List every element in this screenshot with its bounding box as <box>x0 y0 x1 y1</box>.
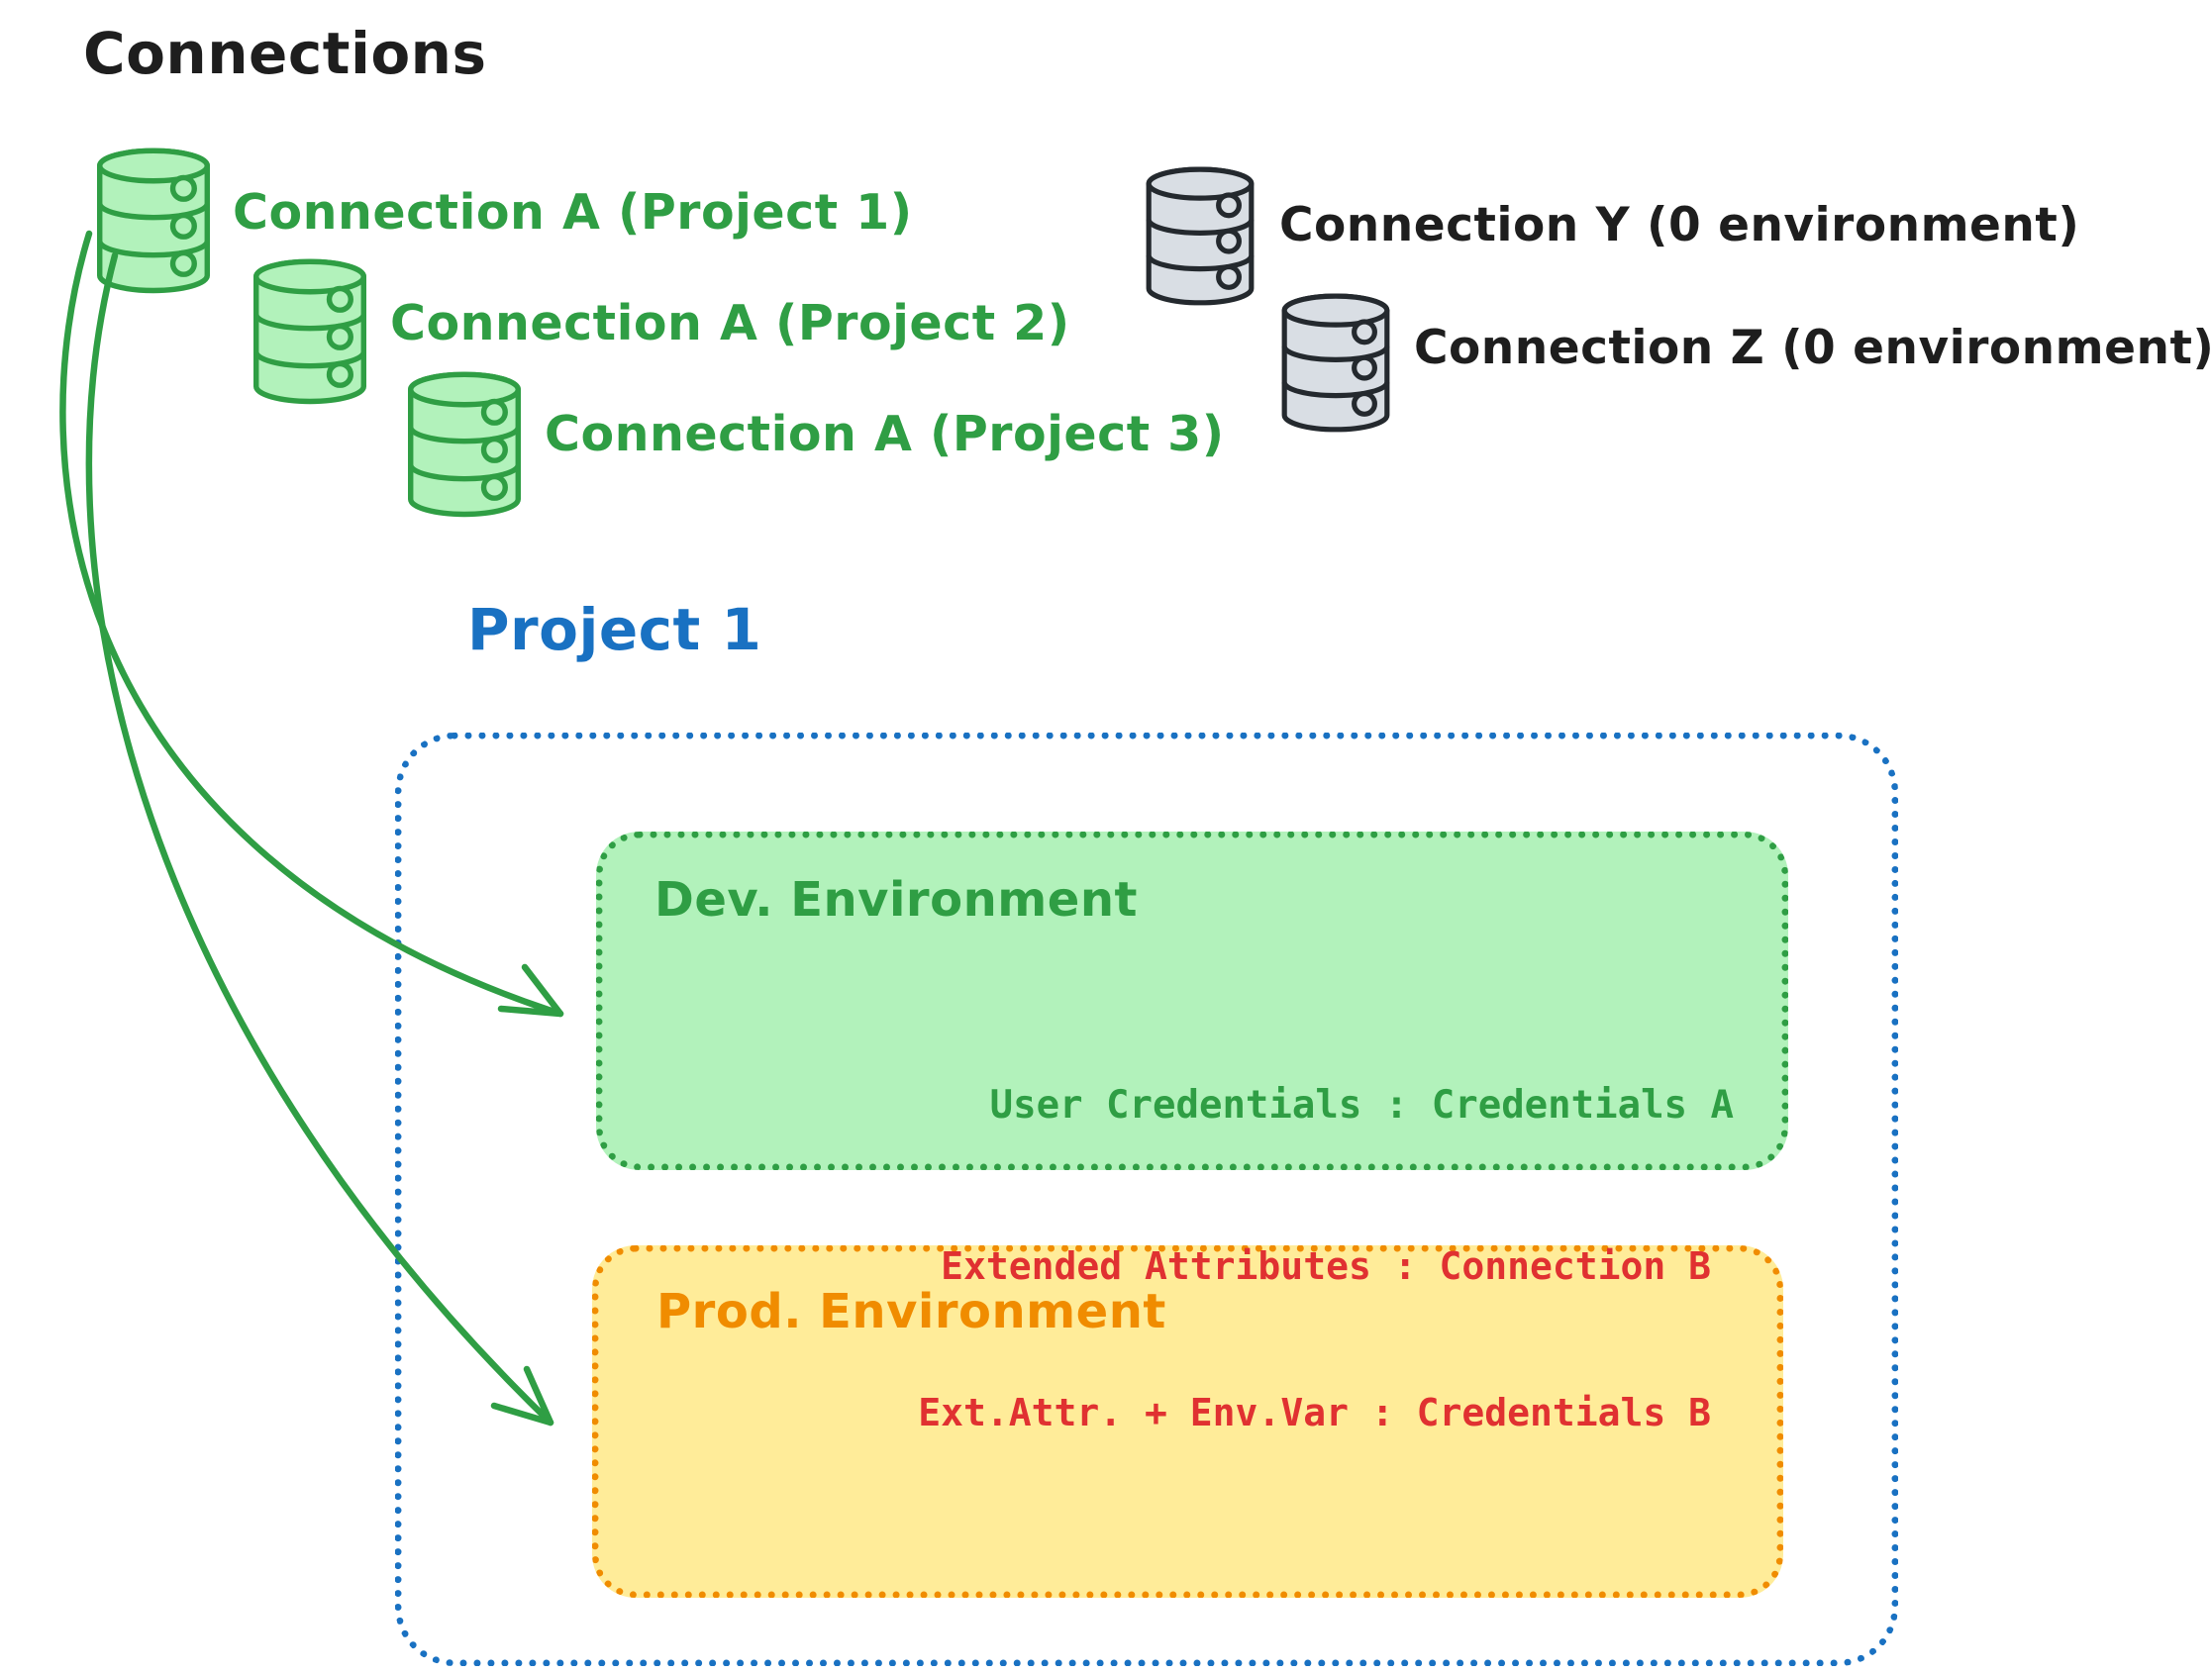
connection-a-project-3-label: Connection A (Project 3) <box>545 406 1225 462</box>
connection-z-label: Connection Z (0 environment) <box>1414 321 2212 375</box>
connection-a-project-2-label: Connection A (Project 2) <box>390 295 1070 351</box>
page-title: Connections <box>83 20 487 87</box>
prod-mapping-line-2: Ext.Attr. + Env.Var : Credentials B <box>918 1390 1711 1434</box>
project-1-container: Dev. Environment User Credentials : Cred… <box>395 733 1898 1666</box>
prod-credentials-mapping: Extended Attributes : Connection B Ext.A… <box>918 1144 1711 1535</box>
database-icon <box>94 147 213 297</box>
database-icon <box>251 257 369 408</box>
dev-environment-box: Dev. Environment User Credentials : Cred… <box>596 832 1788 1170</box>
prod-environment-title: Prod. Environment <box>656 1284 1166 1339</box>
project-1-title: Project 1 <box>467 596 762 663</box>
database-icon <box>1279 291 1392 437</box>
dev-environment-title: Dev. Environment <box>654 872 1138 928</box>
connection-y-label: Connection Y (0 environment) <box>1279 198 2080 252</box>
database-icon <box>405 370 524 521</box>
database-icon <box>1144 164 1257 310</box>
dev-credentials-mapping: User Credentials : Credentials A <box>989 1083 1734 1128</box>
prod-mapping-line-1: Extended Attributes : Connection B <box>941 1243 1711 1288</box>
connection-a-project-1-label: Connection A (Project 1) <box>233 184 913 241</box>
prod-environment-box: Prod. Environment Extended Attributes : … <box>592 1244 1783 1598</box>
